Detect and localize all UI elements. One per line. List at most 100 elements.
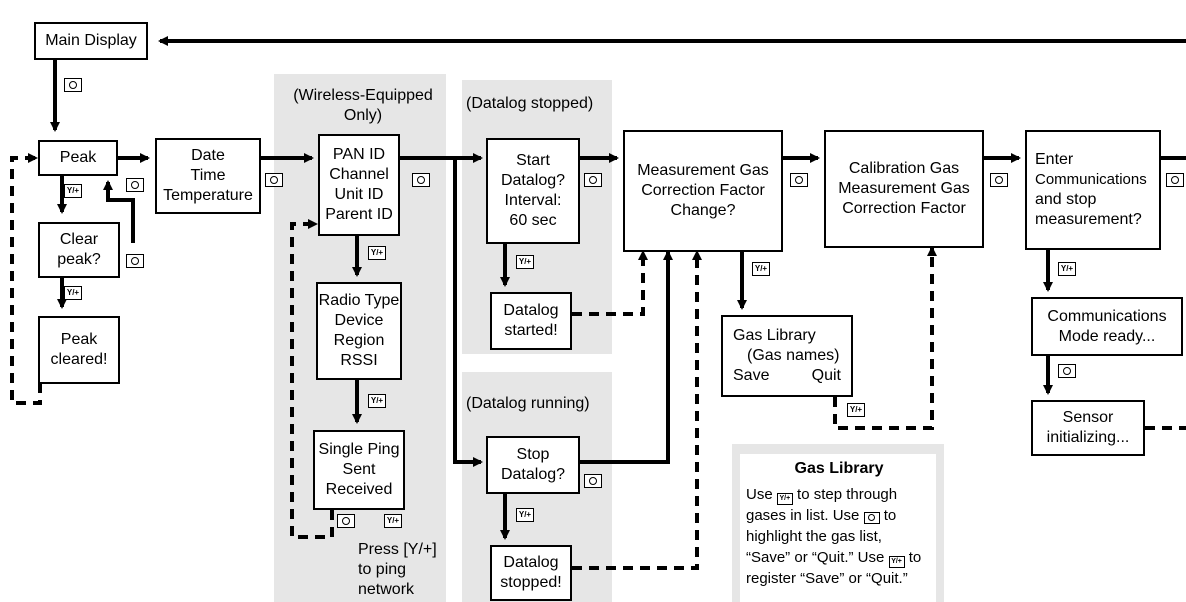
wireless-caption-line2: Only) [343,107,383,124]
datalog-started-line1: Datalog [503,302,559,319]
datalog-started-box[interactable]: Datalog started! [490,292,572,350]
clear-peak-box[interactable]: Clear peak? [38,222,120,278]
mode-key-icon [863,512,880,524]
legend-line5: register “Save” or “Quit.” [746,570,908,587]
comms-ready-line1: Communications [1047,307,1167,325]
correction-factor-line: Correction Factor [641,182,765,199]
dashed-arrows [10,153,1186,570]
unit-id-line: Unit ID [334,186,384,203]
legend-line1-pre: Use [746,486,773,503]
single-ping-line: Single Ping [318,441,400,458]
press-note-line2: to ping [358,561,407,578]
temperature-line: Temperature [163,187,253,204]
mode-key-icon [1058,364,1076,378]
date-line: Date [191,147,225,164]
yes-plus-key-icon: Y/+ [516,255,534,269]
comms-ready-box[interactable]: Communications Mode ready... [1031,297,1183,356]
mode-key-icon [126,254,144,268]
yes-plus-key-icon: Y/+ [64,184,82,198]
yes-plus-key-icon: Y/+ [1058,262,1076,276]
sensor-init-box[interactable]: Sensor initializing... [1031,400,1145,456]
yes-plus-key-icon: Y/+ [384,514,402,528]
measurement-gas-box[interactable]: Measurement Gas Correction Factor Change… [623,130,783,252]
peak-label: Peak [59,149,97,166]
gas-library-title: Gas Library [733,327,816,344]
and-stop-line: and stop [1035,191,1097,208]
main-display-box[interactable]: Main Display [34,22,148,60]
mode-key-icon [337,514,355,528]
single-ping-box[interactable]: Single Ping Sent Received [313,430,405,510]
pan-id-box[interactable]: PAN ID Channel Unit ID Parent ID [318,134,400,236]
yes-plus-key-icon: Y/+ [368,394,386,408]
comms-ready-line2: Mode ready... [1058,327,1156,345]
radio-type-box[interactable]: Radio Type Device Region RSSI [316,282,402,380]
legend-text: Use Y/+ to step through gases in list. U… [746,484,932,589]
channel-line: Channel [329,166,389,183]
yes-plus-key-icon: Y/+ [64,286,82,300]
measurement-gas-line: Measurement Gas [637,162,769,179]
enter-line: Enter [1035,151,1074,168]
correction-factor-line-2: Correction Factor [842,200,966,217]
time-line: Time [190,167,226,184]
communications-line: Communications [1035,171,1147,188]
mode-key-icon [64,78,82,92]
mode-key-icon [584,474,602,488]
mode-key-icon [126,178,144,192]
datalog-stopped-line1: Datalog [503,554,559,571]
gas-library-legend: Gas Library Use Y/+ to step through gase… [732,444,944,602]
datalog-stopped-line2: stopped! [500,574,562,591]
press-note-line3: network [358,581,415,598]
region-line: Region [333,332,385,349]
yes-plus-key-icon: Y/+ [776,493,793,505]
peak-box[interactable]: Peak [38,140,118,176]
legend-line1-post: to step through [797,486,898,503]
device-line: Device [334,312,384,329]
datalog-running-caption: (Datalog running) [466,395,590,412]
mode-key-icon [790,173,808,187]
datalog-stopped-caption: (Datalog stopped) [466,95,594,112]
gas-library-box[interactable]: Gas Library (Gas names) Save Quit [721,315,853,397]
change-line: Change? [670,202,736,219]
yes-plus-key-icon: Y/+ [516,508,534,522]
start-datalog-box[interactable]: Start Datalog? Interval: 60 sec [486,138,580,244]
datalog-line: Datalog? [500,172,566,189]
interval-value-line: 60 sec [509,212,557,229]
legend-line2-post: to [883,507,897,524]
legend-line3: highlight the gas list, [746,528,882,545]
legend-line2-pre: gases in list. Use [746,507,860,524]
wireless-caption: (Wireless-Equipped Only) [284,86,442,126]
yes-plus-key-icon: Y/+ [847,403,865,417]
calibration-gas-box[interactable]: Calibration Gas Measurement Gas Correcti… [824,130,984,248]
stop-line: Stop [516,446,550,463]
legend-line4-pre: “Save” or “Quit.” Use [746,549,885,566]
mode-key-icon [990,173,1008,187]
radio-type-line: Radio Type [318,292,400,309]
pan-id-line: PAN ID [332,146,386,163]
stop-datalog-line: Datalog? [500,466,566,483]
press-note-line1: Press [Y/+] [358,541,437,558]
datalog-stopped-box[interactable]: Datalog stopped! [490,545,572,601]
mode-key-icon [1166,173,1184,187]
sensor-line: Sensor [1062,409,1114,426]
yes-plus-key-icon: Y/+ [368,246,386,260]
date-time-box[interactable]: Date Time Temperature [155,138,261,214]
start-line: Start [516,152,550,169]
peak-cleared-line1: Peak [60,331,98,348]
received-line: Received [325,481,393,498]
main-display-label: Main Display [45,32,137,49]
measurement-gas-line-2: Measurement Gas [838,180,970,197]
wireless-caption-line1: (Wireless-Equipped [293,87,433,104]
press-note: Press [Y/+] to ping network [358,540,437,600]
rssi-line: RSSI [340,352,378,369]
gas-names-line: (Gas names) [747,347,840,364]
interval-line: Interval: [504,192,562,209]
enter-comms-box[interactable]: Enter Communications and stop measuremen… [1025,130,1161,250]
mode-key-icon [412,173,430,187]
peak-cleared-box[interactable]: Peak cleared! [38,316,120,384]
clear-peak-line1: Clear [59,231,99,248]
quit-option[interactable]: Quit [811,367,841,384]
mode-key-icon [265,173,283,187]
save-option[interactable]: Save [733,367,770,384]
stop-datalog-box[interactable]: Stop Datalog? [486,436,580,494]
